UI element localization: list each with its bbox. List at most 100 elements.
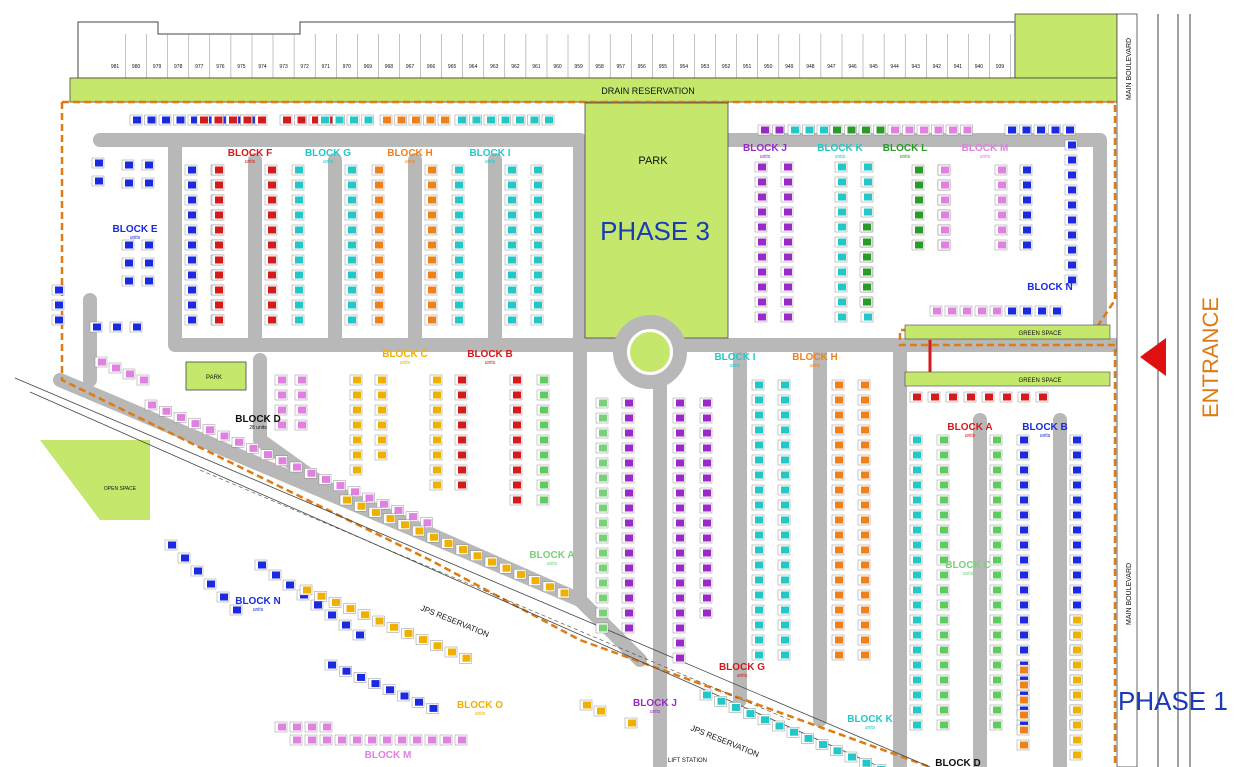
house-icon (509, 419, 523, 431)
house-icon (397, 690, 410, 702)
house-icon (909, 509, 923, 521)
house-icon (834, 281, 848, 293)
house-icon (1069, 704, 1083, 716)
house-icon (595, 457, 609, 469)
house-icon (289, 721, 303, 733)
house-icon (412, 525, 425, 537)
house-icon (1069, 674, 1083, 686)
house-icon (672, 502, 686, 514)
house-icon (936, 569, 950, 581)
block-units-m_top: units (980, 154, 991, 160)
house-icon (780, 221, 794, 233)
house-icon (1033, 124, 1047, 136)
lot-number: 947 (827, 64, 836, 70)
house-icon (1016, 539, 1030, 551)
house-icon (960, 124, 973, 136)
house-icon (211, 239, 225, 251)
house-icon (1069, 734, 1083, 746)
house-icon (424, 209, 438, 221)
house-icon (777, 514, 791, 526)
house-icon (1064, 214, 1078, 226)
house-icon (754, 176, 768, 188)
block-label-h_mid: BLOCK H (792, 352, 838, 363)
house-icon (909, 434, 923, 446)
block-label-e: BLOCK E (113, 224, 158, 235)
house-icon (376, 499, 390, 510)
house-icon (211, 209, 225, 221)
house-icon (801, 733, 814, 744)
house-icon (109, 321, 123, 333)
entrance-label: ENTRANCE (1198, 297, 1223, 418)
house-icon (1019, 224, 1033, 236)
house-icon (909, 569, 923, 581)
house-icon (672, 577, 686, 589)
house-icon (51, 299, 65, 311)
house-icon (264, 239, 278, 251)
house-icon (672, 472, 686, 484)
house-icon (911, 209, 925, 221)
house-icon (454, 114, 468, 126)
lot-number: 971 (322, 64, 331, 70)
house-icon (989, 569, 1003, 581)
house-icon (530, 254, 544, 266)
house-icon (621, 502, 635, 514)
house-icon (509, 479, 523, 491)
house-icon (294, 404, 308, 416)
house-icon (857, 544, 871, 556)
house-icon (211, 194, 225, 206)
house-icon (857, 559, 871, 571)
house-icon (374, 419, 388, 431)
house-icon (860, 161, 874, 173)
block-label-g_bottom: BLOCK G (719, 662, 765, 673)
lot-number: 976 (216, 64, 225, 70)
house-icon (371, 194, 385, 206)
house-icon (777, 469, 791, 481)
house-icon (936, 584, 950, 596)
house-icon (530, 194, 544, 206)
house-icon (936, 539, 950, 551)
house-icon (184, 194, 198, 206)
house-icon (887, 124, 901, 136)
house-icon (454, 419, 468, 431)
house-icon (260, 449, 274, 460)
house-icon (184, 269, 198, 281)
house-icon (1064, 139, 1078, 151)
house-icon (672, 397, 686, 409)
house-icon (1016, 614, 1030, 626)
house-icon (291, 224, 305, 236)
house-icon (981, 391, 995, 403)
house-icon (530, 224, 544, 236)
house-icon (264, 284, 278, 296)
house-icon (857, 499, 871, 511)
house-icon (936, 449, 950, 461)
lot-number: 942 (933, 64, 942, 70)
lot-number: 973 (279, 64, 288, 70)
house-icon (672, 517, 686, 529)
house-icon (294, 419, 308, 431)
house-icon (595, 502, 609, 514)
house-icon (401, 628, 414, 639)
house-icon (751, 634, 765, 646)
house-icon (777, 454, 791, 466)
house-icon (780, 191, 794, 203)
house-icon (1069, 584, 1083, 596)
house-icon (994, 194, 1008, 206)
house-icon (909, 719, 923, 731)
house-icon (1062, 124, 1076, 136)
house-icon (1069, 539, 1083, 551)
house-icon (264, 269, 278, 281)
house-icon (203, 578, 217, 590)
house-icon (1069, 494, 1083, 506)
house-icon (426, 703, 439, 714)
block-units-c: units (400, 360, 411, 366)
house-icon (264, 314, 278, 326)
block-label-m_top: BLOCK M (962, 143, 1009, 154)
house-icon (595, 607, 609, 619)
house-icon (536, 404, 550, 416)
house-icon (202, 424, 216, 435)
house-icon (344, 209, 358, 221)
house-icon (672, 562, 686, 574)
house-icon (777, 544, 791, 556)
house-icon (751, 454, 765, 466)
